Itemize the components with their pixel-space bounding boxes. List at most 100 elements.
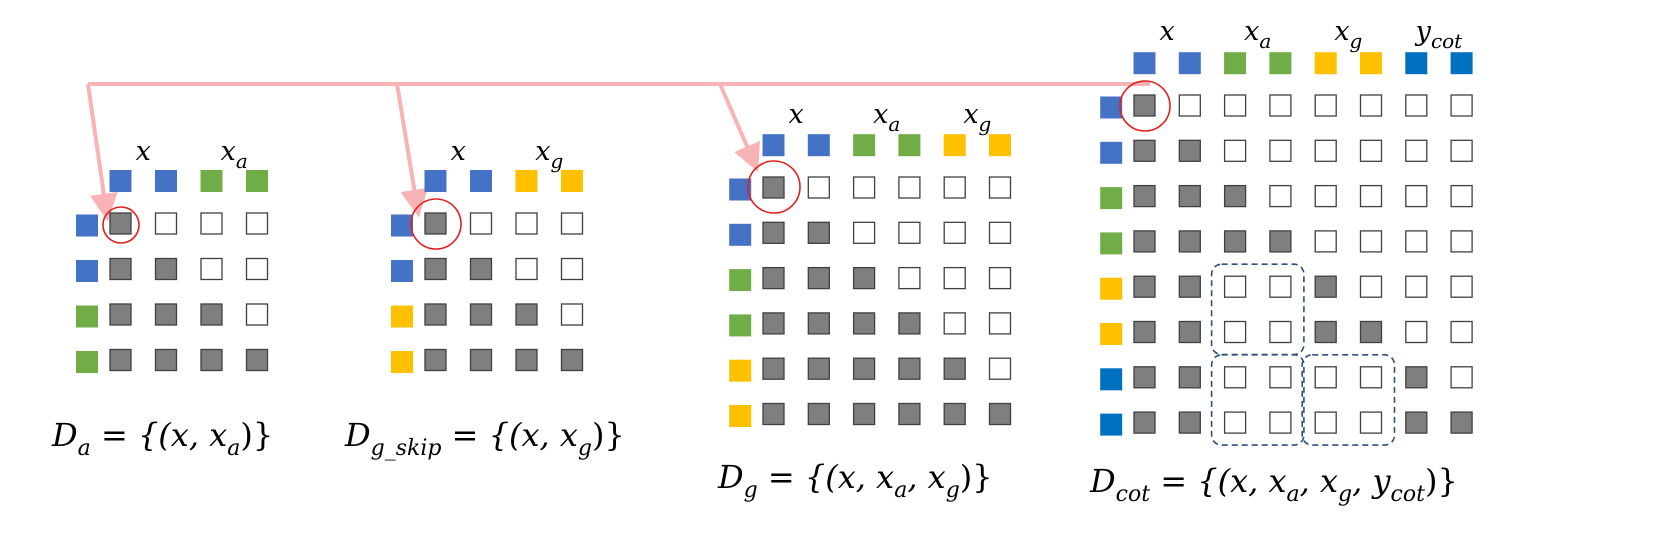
mask-cell-attend xyxy=(424,257,447,281)
mask-cell-attend xyxy=(898,312,921,335)
mask-cell-blocked xyxy=(1405,275,1428,298)
arrow-to-panel-a xyxy=(86,83,118,222)
mask-cell-attend xyxy=(109,348,132,372)
highlight-circle xyxy=(410,198,462,250)
mask-cell-attend xyxy=(1405,411,1428,434)
mask-cell-attend xyxy=(1133,411,1156,434)
column-token-square xyxy=(898,134,921,157)
mask-cell-blocked xyxy=(1314,230,1337,253)
column-token-square xyxy=(853,134,876,157)
mask-cell-blocked xyxy=(1359,139,1383,162)
mask-cell-attend xyxy=(943,402,966,426)
mask-cell-attend xyxy=(469,303,493,326)
highlight-circle xyxy=(747,160,801,214)
mask-cell-attend xyxy=(1405,366,1428,389)
mask-cell-blocked xyxy=(1359,366,1383,389)
row-token-square xyxy=(1100,96,1123,119)
mask-cell-attend xyxy=(154,303,178,326)
mask-cell-attend xyxy=(1314,320,1337,344)
row-token-square xyxy=(729,178,752,201)
mask-cell-blocked xyxy=(898,176,921,199)
row-token-square xyxy=(729,314,752,337)
column-header: xa xyxy=(1244,16,1271,53)
mask-cell-blocked xyxy=(1314,94,1337,117)
column-header: xg xyxy=(1334,16,1362,53)
column-token-square xyxy=(1178,52,1201,75)
mask-cell-attend xyxy=(1133,366,1156,389)
mask-cell-attend xyxy=(852,312,876,335)
mask-cell-attend xyxy=(245,348,269,372)
mask-cell-blocked xyxy=(1450,275,1473,298)
column-header: x xyxy=(136,136,151,167)
mask-cell-blocked xyxy=(1223,275,1247,298)
mask-cell-blocked xyxy=(807,176,830,199)
mask-cell-attend xyxy=(762,266,785,290)
column-token-square xyxy=(1133,52,1156,75)
mask-cell-blocked xyxy=(560,303,584,326)
mask-cell-blocked xyxy=(1269,139,1292,162)
mask-cell-attend xyxy=(469,348,493,372)
mask-cell-blocked xyxy=(1269,184,1292,208)
column-token-square xyxy=(155,170,177,192)
row-token-square xyxy=(1100,323,1123,345)
mask-cell-blocked xyxy=(988,176,1012,199)
mask-cell-blocked xyxy=(1359,411,1383,434)
mask-cell-attend xyxy=(943,357,966,380)
mask-cell-attend xyxy=(807,357,830,380)
mask-cell-attend xyxy=(1450,411,1473,434)
mask-cell-blocked xyxy=(560,257,584,281)
row-token-square xyxy=(76,351,98,373)
mask-cell-blocked xyxy=(245,212,269,235)
mask-cell-attend xyxy=(807,221,830,244)
connector-arrows xyxy=(86,82,1150,222)
mask-cell-blocked xyxy=(852,176,876,199)
row-token-square xyxy=(1100,187,1123,210)
row-token-square xyxy=(391,351,413,373)
mask-cell-attend xyxy=(515,348,538,372)
mask-cell-blocked xyxy=(1359,275,1383,298)
mask-cell-attend xyxy=(1178,184,1201,208)
mask-cell-attend xyxy=(1133,320,1156,344)
column-token-square xyxy=(1314,52,1337,75)
column-header: x xyxy=(1160,16,1175,47)
column-token-square xyxy=(1360,52,1382,75)
mask-cell-attend xyxy=(762,357,785,380)
mask-cell-blocked xyxy=(1314,139,1337,162)
mask-cell-attend xyxy=(1178,230,1201,253)
mask-cell-attend xyxy=(1178,139,1201,162)
mask-cell-attend xyxy=(1223,230,1247,253)
mask-cell-blocked xyxy=(1223,366,1247,389)
mask-cell-blocked xyxy=(515,212,538,235)
arrow-to-panel-g xyxy=(718,83,760,173)
mask-cell-blocked xyxy=(1314,411,1337,434)
mask-cell-attend xyxy=(560,348,584,372)
mask-cell-blocked xyxy=(1269,94,1292,117)
column-header: x xyxy=(451,136,466,167)
panel-caption: Dcot = {(x, xa, xg, ycot)} xyxy=(1089,462,1458,507)
mask-cell-blocked xyxy=(1405,230,1428,253)
mask-cell-blocked xyxy=(988,266,1012,290)
mask-cell-attend xyxy=(515,303,538,326)
column-token-square xyxy=(561,170,583,192)
mask-cell-attend xyxy=(200,348,223,372)
column-token-square xyxy=(424,170,447,192)
mask-cell-attend xyxy=(1178,320,1201,344)
mask-cell-blocked xyxy=(1405,94,1428,117)
column-token-square xyxy=(762,134,785,157)
mask-cell-attend xyxy=(154,257,178,281)
mask-cell-blocked xyxy=(1450,320,1473,344)
mask-cell-attend xyxy=(852,402,876,426)
mask-cell-blocked xyxy=(200,257,223,281)
row-token-square xyxy=(729,405,752,427)
panel-caption: Dg_skip = {(x, xg)} xyxy=(344,416,625,461)
mask-cell-attend xyxy=(1133,275,1156,298)
mask-cell-attend xyxy=(1133,184,1156,208)
mask-cell-attend xyxy=(898,357,921,380)
row-token-square xyxy=(1100,277,1123,300)
dashed-group-box xyxy=(1210,353,1305,446)
mask-cell-blocked xyxy=(1359,94,1383,117)
